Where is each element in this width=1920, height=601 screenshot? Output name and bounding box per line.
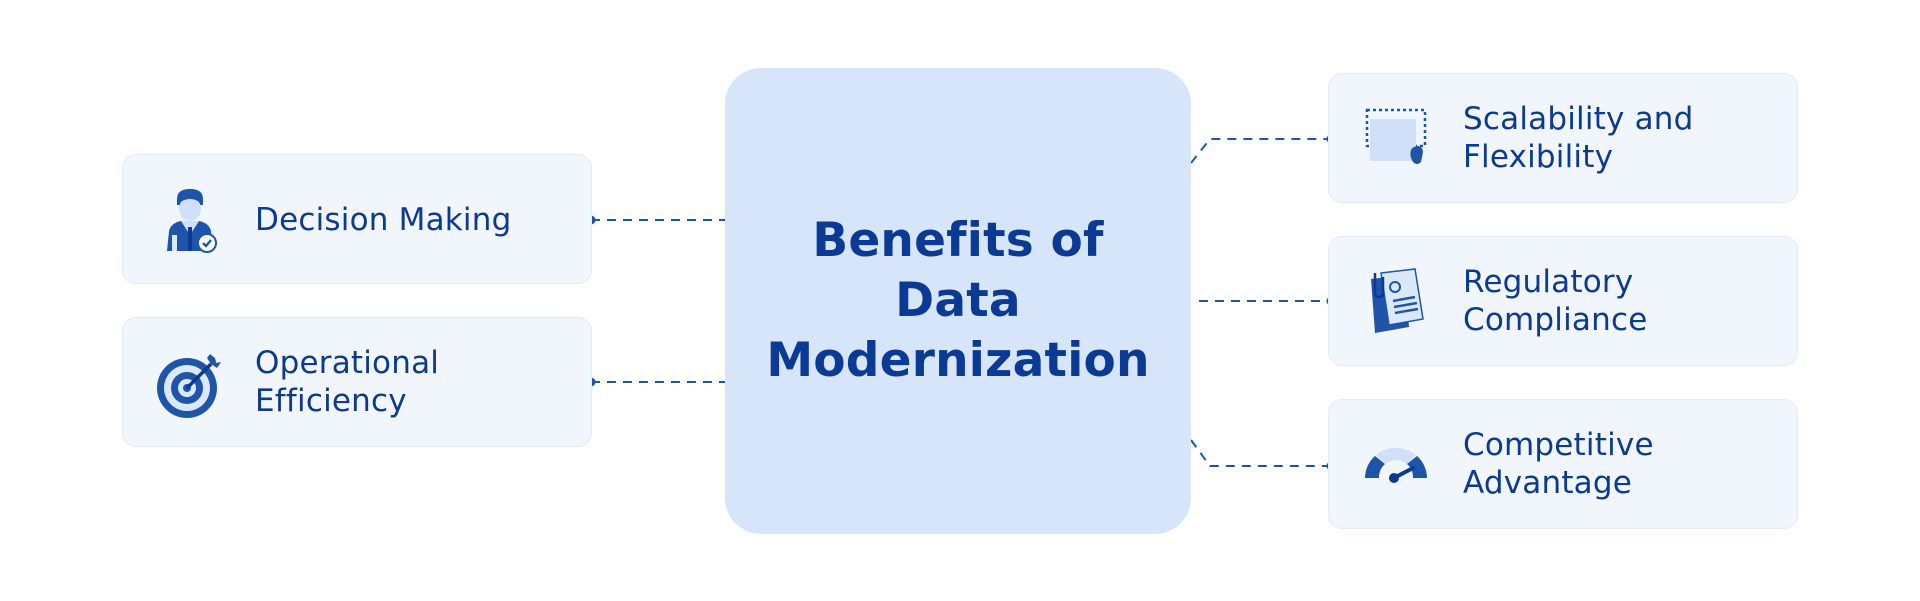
diagram-title: Benefits of Data Modernization (766, 213, 1150, 388)
benefit-card-operational-efficiency: Operational Efficiency (122, 317, 592, 447)
speedometer-gauge-icon (1361, 430, 1431, 500)
benefit-label-operational-efficiency: Operational Efficiency (255, 345, 440, 419)
benefit-label-regulatory-compliance: Regulatory Compliance (1463, 264, 1648, 338)
connector-scalability (1190, 138, 1331, 164)
businessman-check-icon (155, 185, 225, 255)
benefit-card-scalability-flexibility: Scalability and Flexibility (1328, 73, 1798, 203)
benefit-label-scalability-flexibility: Scalability and Flexibility (1463, 101, 1694, 175)
benefit-card-regulatory-compliance: Regulatory Compliance (1328, 236, 1798, 366)
clipboard-document-icon (1361, 267, 1431, 337)
connector-competitive (1190, 439, 1331, 467)
benefit-label-decision-making: Decision Making (255, 202, 512, 238)
target-dart-icon (155, 350, 225, 420)
benefit-card-decision-making: Decision Making (122, 154, 592, 284)
resize-scale-icon (1361, 104, 1431, 174)
benefit-card-competitive-advantage: Competitive Advantage (1328, 399, 1798, 529)
center-title-box: Benefits of Data Modernization (725, 68, 1191, 534)
benefit-label-competitive-advantage: Competitive Advantage (1463, 427, 1654, 501)
